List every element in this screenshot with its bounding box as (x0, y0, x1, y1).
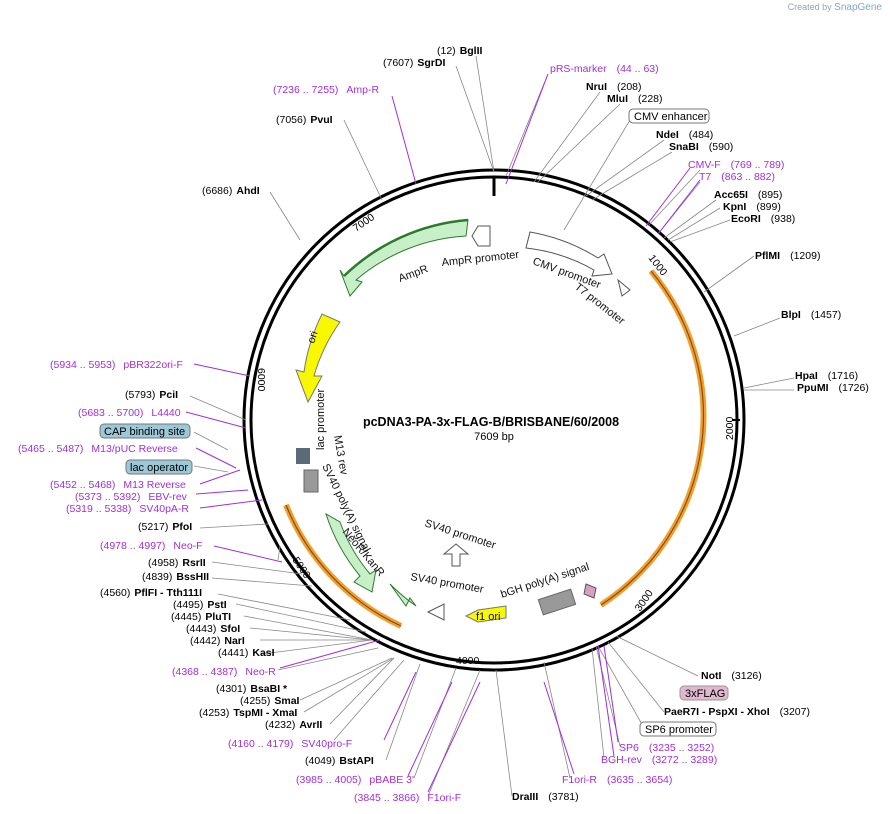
ampr-arrow-line (343, 218, 469, 277)
tick-2000: 2000 (724, 416, 736, 440)
enzyme-pfoi: (5217)PfoI (138, 521, 192, 533)
tick-4000: 4000 (456, 655, 480, 667)
svg-text:lac operator: lac operator (130, 462, 188, 474)
primer-neo-r: (4368 .. 4387)Neo-R (172, 666, 276, 678)
feature-label-ampr-promoter: AmpR promoter (441, 249, 520, 269)
ampr-promoter-arrow (471, 225, 491, 247)
primer-cmv-f: CMV-F(769 .. 789) (688, 159, 784, 171)
feature-label-ampr: AmpR (397, 263, 430, 285)
tick-6000: 6000 (255, 368, 267, 392)
enzyme-mlui: MluI(228) (607, 93, 663, 105)
primer-bgh-rev: BGH-rev(3272 .. 3289) (601, 754, 717, 766)
enzyme-pluti: (4445)PluTI (171, 611, 231, 623)
primer-leader-lines (185, 73, 701, 793)
svg-text:CAP binding site: CAP binding site (104, 426, 185, 438)
primer-sp6: SP6(3235 .. 3252) (619, 742, 714, 754)
enzyme-snabi: SnaBI(590) (669, 141, 733, 153)
primer-neo-f: (4978 .. 4997)Neo-F (100, 540, 203, 552)
svg-text:SP6 promoter: SP6 promoter (645, 724, 713, 736)
tick-3000: 3000 (633, 588, 656, 614)
sv40-promoter-arrow-a (442, 543, 470, 567)
neo-kan-arrow (325, 512, 377, 593)
primer-m13-reverse: (5452 .. 5468)M13 Reverse (50, 479, 186, 491)
enzyme-pflfi: (4560)PflFI - Tth111I (100, 587, 202, 599)
enzyme-rsrii: (4958)RsrII (148, 557, 206, 569)
svg-text:CMV enhancer: CMV enhancer (634, 111, 708, 123)
pa-insert-arc-core (600, 270, 705, 606)
neo-insert-arc-core (285, 504, 402, 627)
primer-m13-puc-reverse: (5465 .. 5487)M13/pUC Reverse (18, 443, 178, 455)
enzyme-pcii: (5793)PciI (125, 389, 178, 401)
flag-feature-block (583, 583, 597, 599)
feature-label-ori: ori (305, 330, 320, 345)
enzyme-bstapi: (4049)BstAPI (305, 755, 374, 767)
enzyme-kpni: KpnI(899) (723, 201, 781, 213)
box-lac-operator: lac operator (125, 459, 193, 475)
feature-label-bgh-polya: bGH poly(A) signal (499, 561, 591, 601)
enzyme-noti: NotI(3126) (701, 670, 762, 682)
box-3xflag: 3xFLAG (679, 685, 729, 701)
primer-l4440: (5683 .. 5700)L4440 (78, 407, 181, 419)
enzyme-bglii: (12)BglII (437, 45, 483, 57)
neo-kan-arrow-tail (389, 583, 417, 607)
primer-sv40pa-r: (5319 .. 5338)SV40pA-R (66, 503, 189, 515)
enzyme-pflmi: PflMI(1209) (755, 250, 820, 262)
t7-promoter-arrow (617, 278, 631, 297)
enzyme-nrui: NruI(208) (586, 81, 642, 93)
bgh-polya-block (537, 588, 577, 616)
enzyme-draiii: DraIII(3781) (512, 791, 579, 803)
primer-prs-marker: pRS-marker(44 .. 63) (550, 63, 659, 75)
sv40-promoter-arrow-b (426, 603, 445, 621)
feature-label-lac-promoter: lac promoter (315, 389, 327, 450)
feature-label-t7-promoter: T7 promoter (572, 281, 627, 328)
primer-amp-r: (7236 .. 7255)Amp-R (273, 84, 379, 96)
feature-label-sv40-promoter-a: SV40 promoter (423, 517, 497, 551)
snapgene-logo: SnapGene (834, 2, 882, 13)
primer-sv40pro-f: (4160 .. 4179)SV40pro-F (228, 738, 352, 750)
plasmid-length: 7609 bp (474, 431, 514, 443)
enzyme-sfoi: (4443)SfoI (186, 623, 240, 635)
lac-promoter-block (296, 448, 310, 464)
primer-pbabe-3: (3985 .. 4005)pBABE 3' (296, 774, 414, 786)
enzyme-avrii: (4232)AvrII (265, 719, 322, 731)
enzyme-nari: (4442)NarI (190, 635, 245, 647)
ori-arrow (295, 313, 341, 404)
watermark-prefix: Created by (787, 2, 832, 12)
plasmid-name: pcDNA3-PA-3x-FLAG-B/BRISBANE/60/2008 (363, 415, 619, 429)
box-cmv-enhancer: CMV enhancer (628, 108, 710, 124)
svg-text:3xFLAG: 3xFLAG (685, 688, 725, 700)
enzyme-psti: (4495)PstI (173, 599, 227, 611)
primer-f1ori-r: F1ori-R(3635 .. 3654) (562, 774, 672, 786)
enzyme-pvui: (7056)PvuI (276, 114, 333, 126)
enzyme-kasi: (4441)KasI (218, 647, 275, 659)
primer-f1ori-f: (3845 .. 3866)F1ori-F (354, 792, 461, 804)
sv40-polya-block (303, 469, 319, 493)
enzyme-hpai: HpaI(1716) (795, 370, 858, 382)
enzyme-ahdi: (6686)AhdI (202, 185, 260, 197)
feature-label-f1-ori: f1 ori (476, 611, 500, 623)
enzyme-ppumi: PpuMI(1726) (797, 382, 869, 394)
enzyme-sgrdi: (7607)SgrDI (383, 57, 445, 69)
enzyme-paer7i: PaeR7I - PspXI - XhoI(3207) (664, 706, 810, 718)
tick-7000: 7000 (351, 211, 377, 234)
enzyme-ndei: NdeI(484) (656, 129, 713, 141)
primer-pbr322ori-f: (5934 .. 5953)pBR322ori-F (50, 359, 183, 371)
box-cap-binding-site: CAP binding site (99, 423, 191, 439)
box-sp6-promoter: SP6 promoter (639, 721, 717, 737)
primer-t7: T7(863 .. 882) (699, 171, 775, 183)
enzyme-acc65i: Acc65I(895) (714, 189, 782, 201)
enzyme-bsshii: (4839)BssHII (142, 571, 209, 583)
enzyme-tspmi: (4253)TspMI - XmaI (199, 707, 297, 719)
enzyme-bsabi: (4301)BsaBI * (216, 683, 288, 695)
enzyme-blpi: BlpI(1457) (781, 309, 841, 321)
cmv-promoter-arrow (525, 231, 613, 277)
enzyme-smai: (4255)SmaI (240, 695, 300, 707)
f1-ori-arrow (464, 605, 507, 623)
primer-ebv-rev: (5373 .. 5392)EBV-rev (75, 491, 188, 503)
enzyme-ecori: EcoRI(938) (731, 213, 795, 225)
feature-label-sv40-promoter-b: SV40 promoter (409, 571, 484, 596)
watermark: Created by SnapGene (788, 2, 882, 13)
